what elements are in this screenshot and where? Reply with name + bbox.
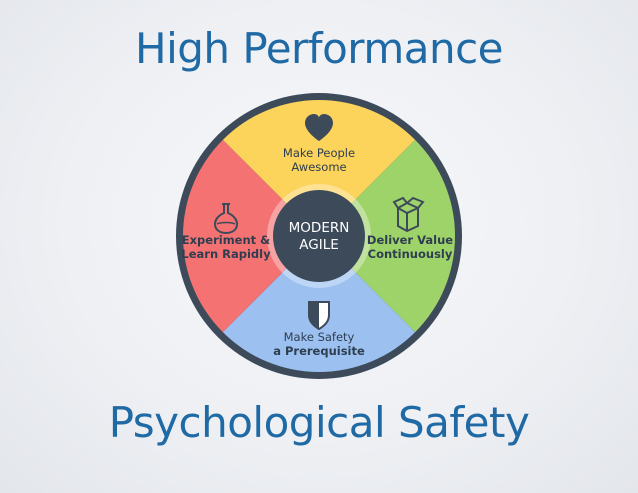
slide-title-bottom: Psychological Safety: [108, 398, 530, 447]
segment-bottom-label-line1: Make Safety: [284, 330, 355, 344]
hub-label-line2: AGILE: [299, 237, 339, 253]
segment-left: [182, 139, 319, 333]
segment-bottom-label-line2: a Prerequisite: [273, 344, 365, 358]
segment-right-label-line2: Continuously: [368, 247, 453, 261]
gift-box-icon: [392, 196, 425, 233]
heart-icon: [305, 114, 333, 141]
segment-right: [319, 139, 456, 333]
segment-left-label-line2: Learn Rapidly: [181, 247, 271, 261]
segment-top: [222, 99, 416, 236]
segment-top-label-line2: Awesome: [291, 160, 346, 174]
segment-left-label-line1: Experiment &: [182, 233, 270, 247]
segment-top-label-line1: Make People: [283, 146, 355, 160]
hub-label-line1: MODERN: [289, 220, 350, 236]
flask-icon: [213, 203, 239, 235]
segment-right-label-line1: Deliver Value: [367, 233, 453, 247]
shield-icon: [308, 301, 330, 331]
wheel-hub: [273, 190, 365, 282]
slide-title-top: High Performance: [134, 24, 504, 73]
